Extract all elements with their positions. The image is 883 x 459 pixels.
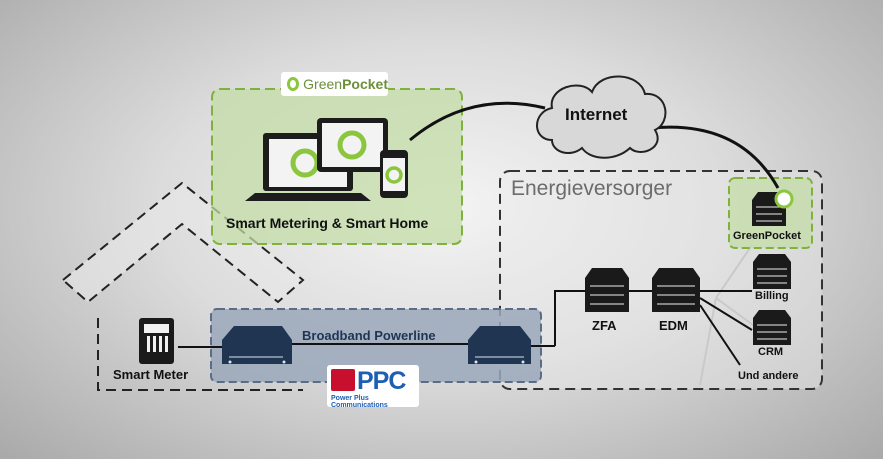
edm-server-icon — [652, 268, 700, 312]
edm-label: EDM — [659, 318, 688, 333]
wiring — [178, 290, 753, 366]
internet-link-right — [651, 125, 780, 189]
crm-server-icon — [753, 310, 791, 345]
greenpocket-logo-text-green: Green — [303, 76, 343, 92]
house-outline — [61, 181, 305, 391]
broadband-powerline-label: Broadband Powerline — [302, 328, 436, 343]
internet-link-left — [409, 101, 546, 142]
ppc-logo: PPC Power Plus Communications — [327, 365, 419, 409]
energy-provider-title: Energieversorger — [511, 177, 673, 200]
ppc-logo-word: PPC — [357, 367, 406, 395]
smart-meter-icon — [139, 318, 174, 364]
greenpocket-server-icon — [752, 189, 794, 226]
powerline-modem-right-icon — [468, 326, 531, 364]
ppc-logo-mark-icon — [331, 369, 355, 391]
ppc-logo-subtitle: Power Plus Communications — [331, 395, 388, 409]
internet-label: Internet — [565, 105, 628, 124]
zfa-label: ZFA — [592, 318, 617, 333]
billing-server-icon — [753, 254, 791, 289]
billing-label: Billing — [755, 290, 789, 302]
greenpocket-logo: Green Pocket — [281, 72, 388, 96]
zfa-server-icon — [585, 268, 629, 312]
greenpocket-logo-text-pocket: Pocket — [342, 76, 388, 92]
cloud-icon — [536, 75, 667, 159]
greenpocket-logo-icon — [287, 77, 300, 91]
crm-label: CRM — [758, 346, 784, 358]
und-andere-label: Und andere — [738, 370, 799, 382]
greenpocket-server-label: GreenPocket — [733, 230, 801, 242]
smartphone-icon — [380, 150, 408, 198]
smart-home-label: Smart Metering & Smart Home — [226, 215, 429, 231]
tablet-icon — [317, 118, 388, 172]
powerline-modem-left-icon — [222, 326, 292, 364]
smart-meter-label: Smart Meter — [113, 367, 189, 382]
wind-turbine-watermark — [699, 244, 761, 386]
